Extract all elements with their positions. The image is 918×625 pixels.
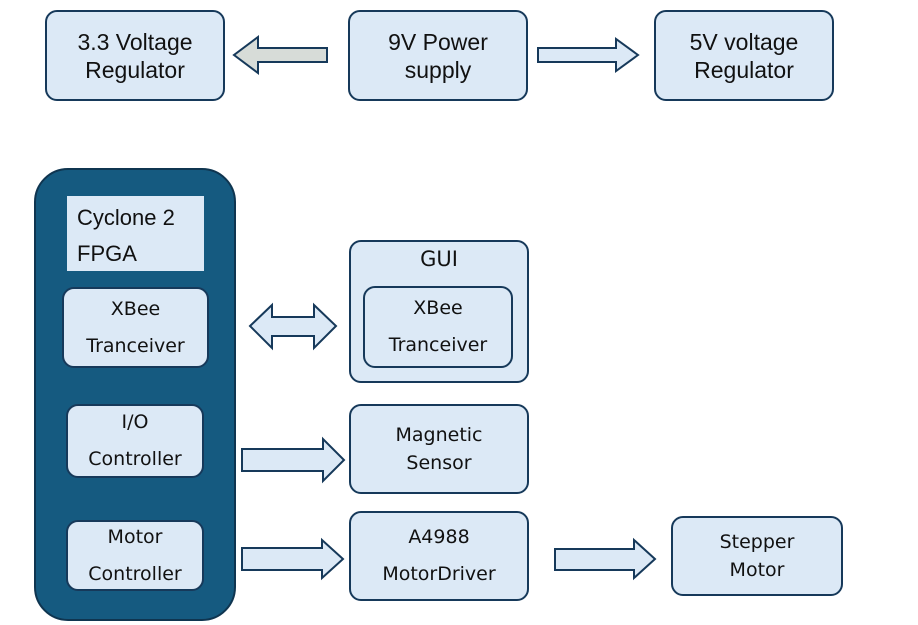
arrow-supply-to-5v-regulator	[537, 37, 640, 73]
arrow-motor-controller-to-driver	[241, 537, 345, 581]
voltage-regulator-5v-block: 5V voltage Regulator	[654, 10, 834, 101]
gui-xbee-line1: XBee	[413, 297, 463, 319]
voltage-regulator-3v3-line2: Regulator	[85, 56, 185, 83]
motor-controller-line1: Motor	[107, 525, 163, 548]
voltage-regulator-3v3-line1: 3.3 Voltage	[77, 28, 193, 55]
gui-label: GUI	[420, 247, 458, 271]
magnetic-sensor-block: Magnetic Sensor	[349, 404, 529, 494]
voltage-regulator-3v3-block: 3.3 Voltage Regulator	[45, 10, 225, 101]
power-supply-9v-line1: 9V Power	[388, 28, 488, 55]
fpga-title-line2: FPGA	[77, 241, 137, 266]
fpga-title-label: Cyclone 2 FPGA	[67, 196, 204, 271]
fpga-xbee-transceiver-block: XBee Tranceiver	[62, 287, 209, 368]
arrow-io-to-magnetic-sensor	[241, 436, 346, 484]
arrow-driver-to-stepper	[554, 537, 657, 581]
arrow-supply-to-3v3-regulator	[232, 35, 328, 75]
motor-driver-line1: A4988	[408, 526, 470, 548]
power-supply-9v-block: 9V Power supply	[348, 10, 528, 101]
fpga-title-line1: Cyclone 2	[77, 205, 175, 230]
io-controller-block: I/O Controller	[66, 404, 204, 478]
fpga-xbee-line2: Tranceiver	[86, 334, 185, 357]
power-supply-9v-line2: supply	[404, 56, 472, 83]
voltage-regulator-5v-line2: Regulator	[694, 56, 794, 83]
motor-driver-block: A4988 MotorDriver	[349, 511, 529, 601]
stepper-motor-line1: Stepper	[719, 531, 795, 553]
gui-xbee-transceiver-block: XBee Tranceiver	[363, 286, 513, 368]
voltage-regulator-5v-line1: 5V voltage	[689, 28, 799, 55]
motor-controller-block: Motor Controller	[66, 520, 204, 591]
motor-driver-line2: MotorDriver	[382, 563, 496, 585]
stepper-motor-line2: Motor	[729, 559, 785, 581]
io-controller-line2: Controller	[88, 448, 182, 470]
io-controller-line1: I/O	[121, 411, 149, 433]
magnetic-sensor-line1: Magnetic	[395, 424, 483, 446]
motor-controller-line2: Controller	[88, 562, 182, 585]
magnetic-sensor-line2: Sensor	[406, 452, 472, 474]
stepper-motor-block: Stepper Motor	[671, 516, 843, 596]
fpga-xbee-line1: XBee	[110, 297, 161, 320]
gui-xbee-line2: Tranceiver	[388, 334, 488, 356]
arrow-fpga-gui-bidirectional	[248, 302, 338, 351]
